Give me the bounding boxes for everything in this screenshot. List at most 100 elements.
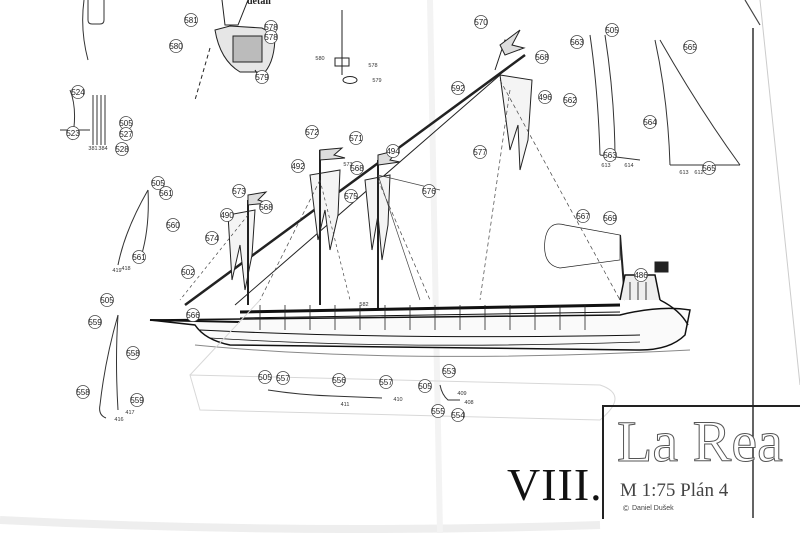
svg-text:558: 558: [126, 349, 140, 358]
svg-text:494: 494: [386, 147, 400, 156]
svg-text:490: 490: [220, 211, 234, 220]
title-box: [602, 405, 800, 519]
detail-hook-lines: [60, 0, 106, 145]
callout-562: 562: [563, 93, 577, 107]
svg-text:571: 571: [349, 134, 363, 143]
svg-text:559: 559: [88, 318, 102, 327]
small-label-409: 409: [457, 391, 466, 397]
svg-text:505: 505: [151, 179, 165, 188]
callout-580: 580: [169, 39, 183, 53]
callout-573: 573: [232, 184, 246, 198]
plate-number: VIII.: [507, 459, 603, 510]
svg-text:577: 577: [473, 148, 487, 157]
svg-text:578: 578: [264, 33, 278, 42]
small-label-579: 579: [372, 78, 381, 84]
svg-text:570: 570: [474, 18, 488, 27]
callout-579: 579: [255, 70, 269, 84]
small-label-580: 580: [315, 56, 324, 62]
callout-565: 565: [683, 40, 697, 54]
svg-text:565: 565: [683, 43, 697, 52]
plan-scale: M 1:75 Plán 4: [620, 480, 729, 501]
small-label-614: 614: [624, 163, 633, 169]
svg-text:554: 554: [451, 411, 465, 420]
callout-566: 566: [186, 308, 200, 322]
callout-570: 570: [474, 15, 488, 29]
callout-553: 553: [442, 364, 456, 378]
small-label-582: 582: [359, 302, 368, 308]
detail-small-mast: [334, 10, 358, 84]
svg-text:496: 496: [538, 93, 552, 102]
callout-574: 574: [205, 231, 219, 245]
bleed-through-ship: [189, 299, 616, 421]
svg-text:557: 557: [379, 378, 393, 387]
svg-text:579: 579: [255, 73, 269, 82]
callout-565: 565: [702, 161, 716, 175]
callout-527: 527: [119, 127, 133, 141]
callout-486: 486: [634, 268, 648, 282]
small-label-416: 416: [114, 417, 123, 423]
callout-568: 568: [259, 200, 273, 214]
svg-text:569: 569: [603, 214, 617, 223]
svg-text:528: 528: [115, 145, 129, 154]
callouts: 5815785805795785705685924965055635625635…: [66, 13, 716, 422]
svg-text:505: 505: [418, 382, 432, 391]
callout-559: 559: [130, 393, 144, 407]
plan-author: Daniel Dušek: [632, 505, 674, 512]
copyright-icon: ©: [623, 504, 629, 513]
galley-hull: [149, 274, 691, 357]
svg-text:574: 574: [205, 234, 219, 243]
svg-text:553: 553: [442, 367, 456, 376]
callout-496: 496: [538, 90, 552, 104]
callout-556: 556: [332, 373, 346, 387]
svg-text:563: 563: [570, 38, 584, 47]
svg-text:502: 502: [181, 268, 195, 277]
callout-577: 577: [473, 145, 487, 159]
svg-text:505: 505: [258, 373, 272, 382]
svg-text:564: 564: [643, 118, 657, 127]
svg-text:592: 592: [451, 84, 465, 93]
callout-554: 554: [451, 408, 465, 422]
callout-561: 561: [132, 250, 146, 264]
svg-text:560: 560: [166, 221, 180, 230]
small-label-381: 381: [88, 146, 97, 152]
callout-564: 564: [643, 115, 657, 129]
small-label-411: 411: [341, 402, 350, 408]
small-label-418: 418: [121, 266, 130, 272]
callout-492: 492: [291, 159, 305, 173]
callout-557: 557: [379, 375, 393, 389]
callout-505: 505: [119, 116, 133, 130]
callout-575: 575: [344, 189, 358, 203]
svg-text:568: 568: [535, 53, 549, 62]
callout-555: 555: [431, 404, 445, 418]
small-label-419: 419: [112, 268, 121, 274]
callout-505: 505: [605, 23, 619, 37]
svg-text:580: 580: [169, 42, 183, 51]
callout-578: 578: [264, 30, 278, 44]
callout-505: 505: [258, 370, 272, 384]
callout-563: 563: [570, 35, 584, 49]
svg-text:562: 562: [563, 96, 577, 105]
svg-text:486: 486: [634, 271, 648, 280]
plan-title: La Rea: [617, 409, 784, 475]
svg-text:563: 563: [603, 151, 617, 160]
svg-text:581: 581: [184, 16, 198, 25]
svg-text:567: 567: [576, 212, 590, 221]
svg-text:559: 559: [130, 396, 144, 405]
callout-558: 558: [126, 346, 140, 360]
small-label-612: 612: [694, 170, 703, 176]
callout-581: 581: [184, 13, 198, 27]
svg-text:505: 505: [605, 26, 619, 35]
callout-558: 558: [76, 385, 90, 399]
svg-text:566: 566: [186, 311, 200, 320]
svg-text:524: 524: [71, 88, 85, 97]
svg-text:572: 572: [305, 128, 319, 137]
callout-563: 563: [603, 148, 617, 162]
svg-text:568: 568: [259, 203, 273, 212]
callout-559: 559: [88, 315, 102, 329]
svg-text:556: 556: [332, 376, 346, 385]
small-label-613: 613: [601, 163, 610, 169]
small-label-417: 417: [125, 410, 134, 416]
callout-567: 567: [576, 209, 590, 223]
